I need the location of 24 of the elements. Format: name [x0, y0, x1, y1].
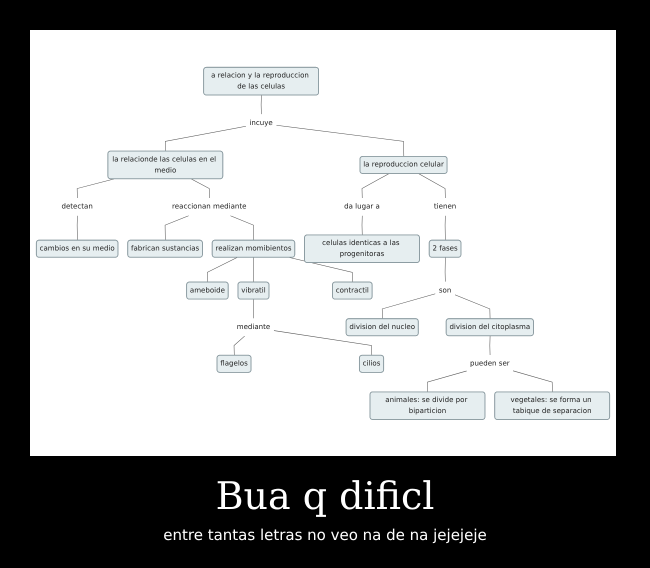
connector	[274, 330, 372, 356]
connector	[260, 94, 262, 115]
connector	[76, 178, 114, 198]
connector	[207, 256, 238, 282]
connector	[512, 370, 553, 392]
connector	[289, 256, 353, 282]
connector	[76, 214, 78, 240]
poster-title: Bua q dificl	[214, 473, 436, 520]
connector	[253, 298, 254, 319]
connector	[165, 125, 247, 152]
connector	[382, 292, 436, 319]
connector	[234, 335, 245, 356]
connector	[444, 214, 446, 240]
poster-caption: entre tantas letras no veo na de na jejejeje	[162, 526, 488, 544]
connector	[444, 256, 446, 282]
connector	[191, 178, 210, 198]
connector	[362, 173, 390, 198]
connector	[454, 294, 490, 319]
connector	[362, 214, 363, 235]
connector	[427, 370, 468, 392]
connector	[418, 173, 446, 198]
connector	[276, 124, 404, 156]
connector	[253, 256, 254, 282]
connector	[164, 214, 190, 240]
